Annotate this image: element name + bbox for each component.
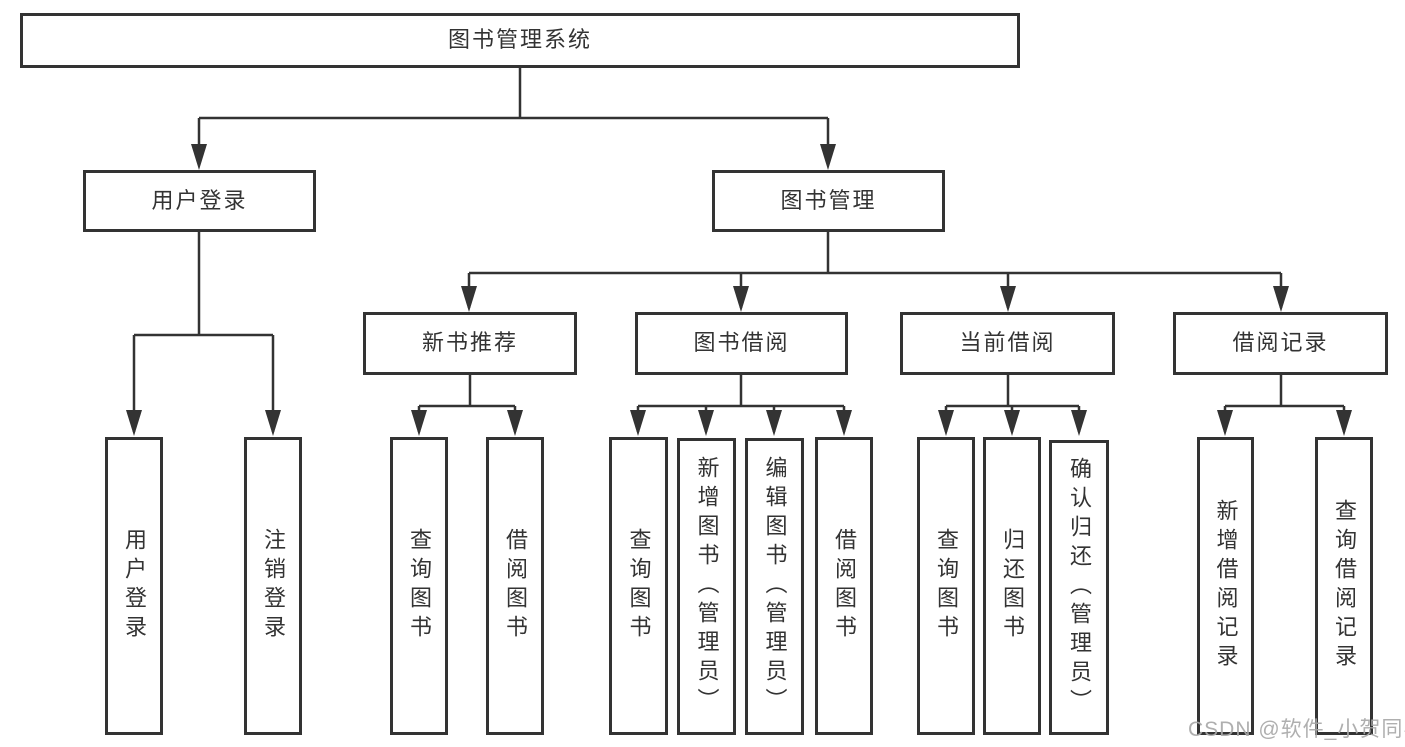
node-library-system-root: 图书管理系统 bbox=[20, 13, 1020, 68]
node-query-books-current: 查询图书 bbox=[917, 437, 975, 735]
node-query-books-borrow: 查询图书 bbox=[609, 437, 668, 735]
node-user-login-leaf: 用户登录 bbox=[105, 437, 163, 735]
node-borrow-books-recommend: 借阅图书 bbox=[486, 437, 544, 735]
node-query-books-recommend: 查询图书 bbox=[390, 437, 448, 735]
node-book-borrow: 图书借阅 bbox=[635, 312, 848, 375]
node-confirm-return-admin: 确认归还（管理员） bbox=[1049, 440, 1109, 735]
node-return-book: 归还图书 bbox=[983, 437, 1041, 735]
node-edit-book-admin: 编辑图书（管理员） bbox=[745, 438, 804, 735]
node-book-management: 图书管理 bbox=[712, 170, 945, 232]
node-new-book-recommend: 新书推荐 bbox=[363, 312, 577, 375]
node-query-borrow-record: 查询借阅记录 bbox=[1315, 437, 1373, 735]
node-borrow-records: 借阅记录 bbox=[1173, 312, 1388, 375]
node-borrow-books-leaf: 借阅图书 bbox=[815, 437, 873, 735]
node-add-book-admin: 新增图书（管理员） bbox=[677, 438, 736, 735]
node-add-borrow-record: 新增借阅记录 bbox=[1197, 437, 1254, 735]
watermark: CSDN @软件_小贺同学 bbox=[1188, 718, 1405, 741]
node-user-login: 用户登录 bbox=[83, 170, 316, 232]
node-logout-leaf: 注销登录 bbox=[244, 437, 302, 735]
node-current-borrow: 当前借阅 bbox=[900, 312, 1115, 375]
